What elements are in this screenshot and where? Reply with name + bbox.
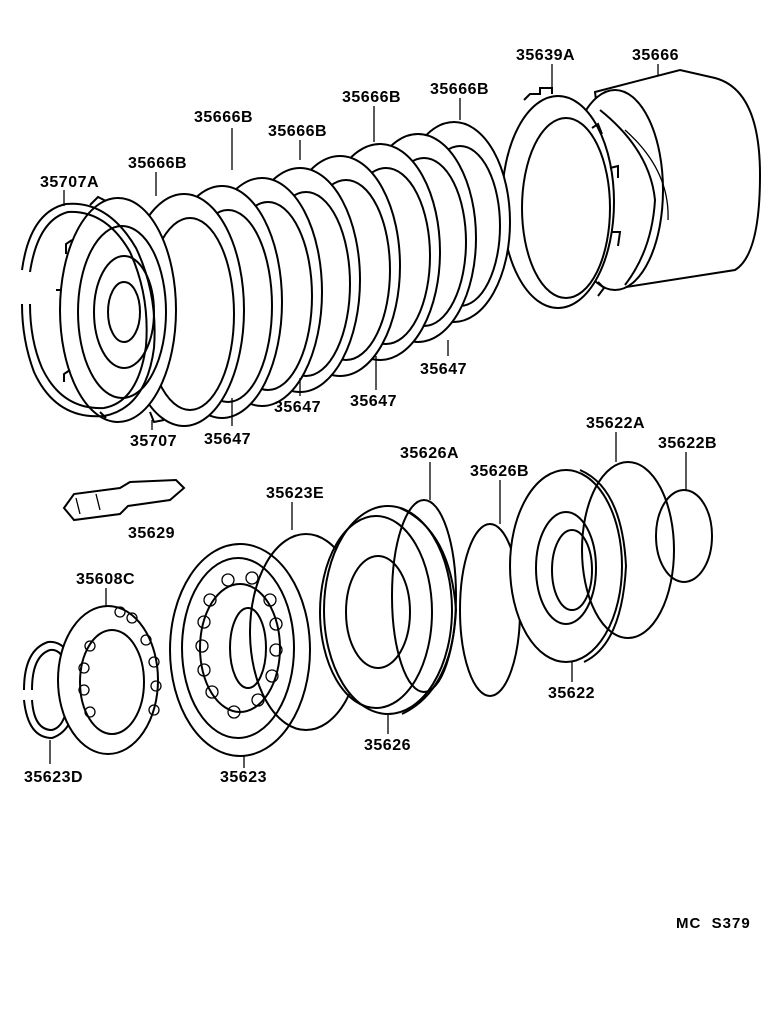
label-35623d: 35623D xyxy=(24,769,83,786)
label-35666b-1: 35666B xyxy=(128,155,187,172)
clutch-plate-stack xyxy=(123,121,511,427)
label-35629: 35629 xyxy=(128,525,175,542)
spring-retainer xyxy=(57,605,162,755)
label-35707a: 35707A xyxy=(40,174,99,191)
label-35647-1: 35647 xyxy=(204,431,251,448)
o-ring-35622b xyxy=(655,489,713,583)
label-35639a: 35639A xyxy=(516,47,575,64)
o-ring-35622a xyxy=(581,461,675,639)
label-35666b-2: 35666B xyxy=(268,123,327,140)
label-35647-2: 35647 xyxy=(274,399,321,416)
piston-inner xyxy=(319,505,458,715)
label-35707: 35707 xyxy=(130,433,177,450)
o-ring-35626a xyxy=(391,499,457,693)
label-35623: 35623 xyxy=(220,769,267,786)
label-35622a: 35622A xyxy=(586,415,645,432)
label-35666b-3: 35666B xyxy=(194,109,253,126)
label-35626: 35626 xyxy=(364,737,411,754)
label-35666: 35666 xyxy=(632,47,679,64)
reference-code: MC S379 xyxy=(676,915,751,932)
label-35622: 35622 xyxy=(548,685,595,702)
label-35626b: 35626B xyxy=(470,463,529,480)
label-35666b-5: 35666B xyxy=(430,81,489,98)
leader-lines xyxy=(49,64,687,768)
label-35622b: 35622B xyxy=(658,435,717,452)
label-35623e: 35623E xyxy=(266,485,324,502)
label-35647-4: 35647 xyxy=(420,361,467,378)
label-35608c: 35608C xyxy=(76,571,135,588)
snap-ring-large xyxy=(21,202,156,418)
retainer-clip xyxy=(62,478,186,522)
clutch-hub xyxy=(56,195,177,424)
pressure-plate-ring xyxy=(501,87,622,309)
piston-cylinder xyxy=(509,469,628,663)
label-35626a: 35626A xyxy=(400,445,459,462)
label-35666b-4: 35666B xyxy=(342,89,401,106)
label-35647-3: 35647 xyxy=(350,393,397,410)
piston-outer xyxy=(169,543,311,757)
